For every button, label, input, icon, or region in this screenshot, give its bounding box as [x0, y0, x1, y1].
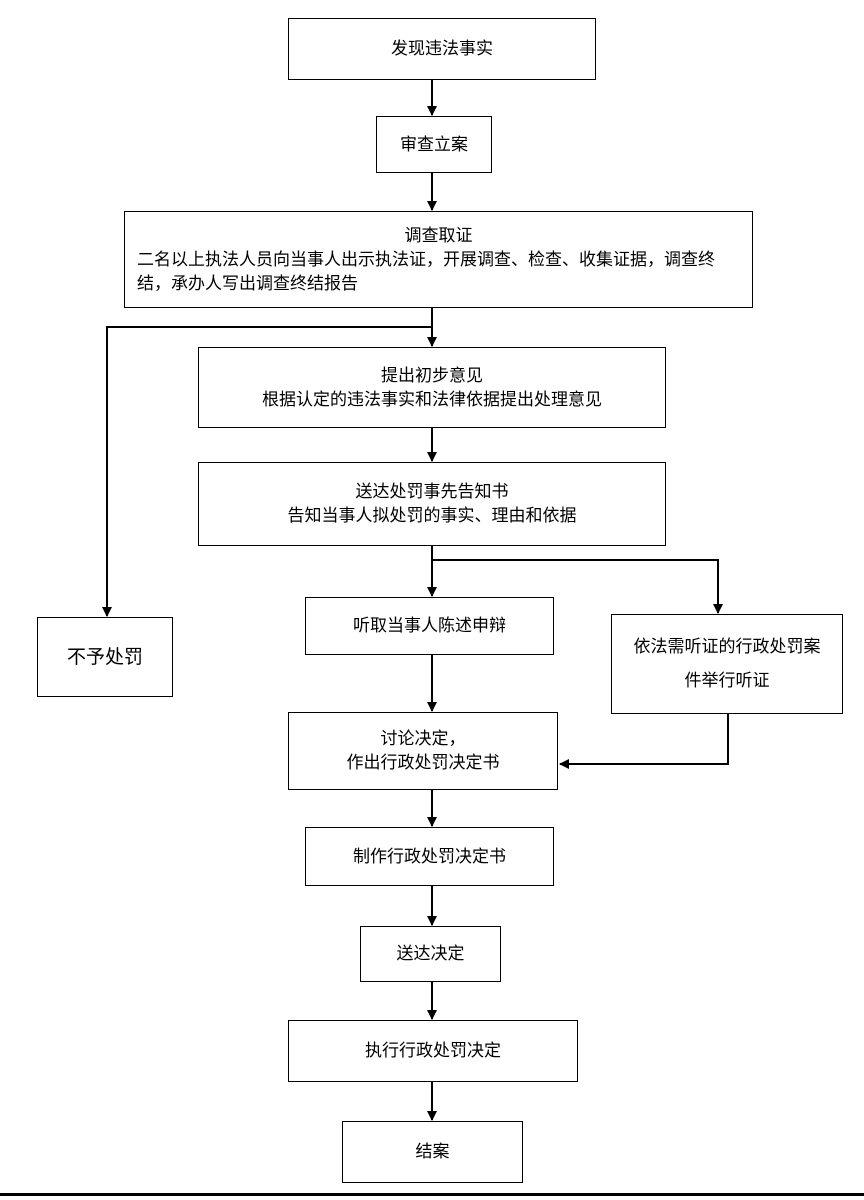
step-discover-violation-title: 发现违法事实 — [391, 39, 493, 59]
step-investigate-detail: 二名以上执法人员向当事人出示执法证，开展调查、检查、收集证据，调查终结，承办人写… — [137, 249, 715, 294]
step-prior-notice-title: 送达处罚事先告知书 — [355, 482, 509, 502]
step-prior-notice-detail: 告知当事人拟处罚的事实、理由和依据 — [287, 506, 577, 526]
step-hear-statement-title: 听取当事人陈述申辩 — [353, 616, 506, 636]
step-hear-statement: 听取当事人陈述申辩 — [305, 597, 554, 655]
step-hearing-line2: 件举行听证 — [684, 671, 770, 691]
step-close-case: 结案 — [342, 1121, 523, 1183]
step-discuss-decide-line1: 讨论决定， — [380, 729, 466, 749]
step-discuss-decide: 讨论决定， 作出行政处罚决定书 — [288, 712, 558, 790]
step-investigate: 调查取证 二名以上执法人员向当事人出示执法证，开展调查、检查、收集证据，调查终结… — [124, 211, 753, 308]
step-no-penalty-title: 不予处罚 — [66, 646, 143, 668]
step-review-register: 审查立案 — [376, 116, 492, 173]
step-prior-notice: 送达处罚事先告知书 告知当事人拟处罚的事实、理由和依据 — [198, 462, 666, 546]
step-execute-decision: 执行行政处罚决定 — [288, 1020, 578, 1082]
step-hearing-line1: 依法需听证的行政处罚案 — [633, 637, 821, 657]
bottom-border-line — [0, 1193, 864, 1196]
step-deliver-decision-title: 送达决定 — [396, 944, 465, 964]
step-investigate-title: 调查取证 — [404, 225, 473, 246]
arrow-to-no-penalty — [102, 326, 432, 617]
arrow-notice-to-hearing — [432, 559, 723, 614]
step-preliminary-opinion-detail: 根据认定的违法事实和法律依据提出处理意见 — [262, 389, 602, 410]
step-review-register-title: 审查立案 — [400, 134, 468, 155]
arrow-hearing-to-discuss — [559, 714, 729, 769]
step-preliminary-opinion-title: 提出初步意见 — [381, 365, 483, 386]
step-produce-decision-title: 制作行政处罚决定书 — [353, 846, 506, 867]
step-no-penalty: 不予处罚 — [37, 617, 173, 697]
step-hearing: 依法需听证的行政处罚案 件举行听证 — [611, 614, 843, 714]
step-close-case-title: 结案 — [415, 1142, 450, 1162]
step-execute-decision-title: 执行行政处罚决定 — [365, 1041, 501, 1061]
step-produce-decision: 制作行政处罚决定书 — [305, 827, 554, 886]
step-preliminary-opinion: 提出初步意见 根据认定的违法事实和法律依据提出处理意见 — [198, 347, 666, 428]
step-discover-violation: 发现违法事实 — [288, 18, 596, 80]
step-deliver-decision: 送达决定 — [360, 926, 501, 982]
step-discuss-decide-line2: 作出行政处罚决定书 — [346, 753, 500, 773]
